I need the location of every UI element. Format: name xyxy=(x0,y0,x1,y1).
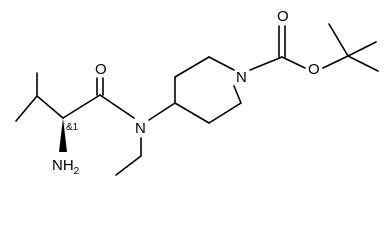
bond-piperidine-c3-c2 xyxy=(174,56,210,78)
bond-tbutyl-methyl-up xyxy=(328,23,349,57)
atom-boc-carbonyl-oxygen: O xyxy=(277,8,289,25)
bond-piperidine-n-to-boc xyxy=(249,56,283,71)
atom-amine-label: NH xyxy=(52,157,74,174)
bond-alpha-to-carbonyl xyxy=(62,94,101,119)
stereo-annotation: &1 xyxy=(66,122,79,133)
bond-carbonyl-to-amide-n xyxy=(99,94,135,119)
atom-piperidine-nitrogen: N xyxy=(236,69,247,86)
bond-piperidine-c2-n1 xyxy=(208,56,235,71)
atom-amide-oxygen: O xyxy=(95,61,107,78)
bond-piperidine-c5-c4 xyxy=(174,102,210,124)
bond-piperidine-c6-c5 xyxy=(208,102,242,124)
bond-alpha-to-amine-wedge xyxy=(59,118,67,152)
bond-ethyl-ch2-ch3 xyxy=(115,155,142,176)
bond-piperidine-n1-c6 xyxy=(233,85,242,104)
atom-amide-nitrogen: N xyxy=(135,120,146,137)
bond-ester-o-to-tbutyl xyxy=(322,55,349,69)
bond-isopropyl-to-alpha xyxy=(36,95,64,119)
bond-tbutyl-methyl-right xyxy=(347,55,379,72)
structure-diagram: O O O N N NH2 &1 xyxy=(15,8,379,177)
atom-amine-subscript: 2 xyxy=(74,166,80,177)
bond-isopropyl-methyl-left xyxy=(15,95,38,122)
bond-boc-c-to-ester-o xyxy=(281,56,306,69)
bond-tbutyl-methyl-upright xyxy=(347,41,377,57)
atom-amine-group: NH2 xyxy=(52,157,80,177)
bond-amide-n-to-piperidine xyxy=(148,102,176,121)
atom-ester-oxygen: O xyxy=(308,61,320,78)
